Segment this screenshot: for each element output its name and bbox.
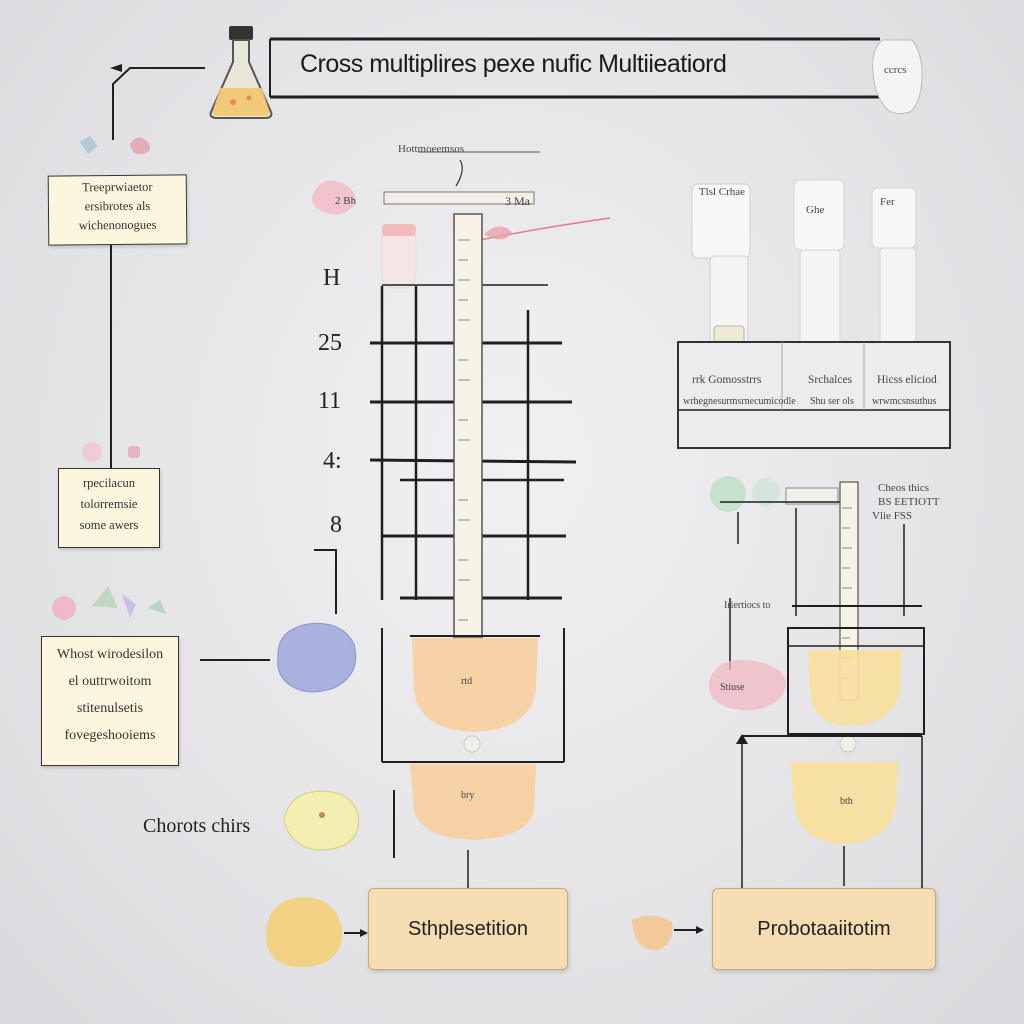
beaker-label: bry xyxy=(461,790,475,801)
tube-label: Fer xyxy=(880,196,895,208)
y-label: 11 xyxy=(318,388,342,414)
note-line: rpecilacun xyxy=(82,476,136,490)
center-apparatus xyxy=(312,151,611,920)
mid-label: Iriertiocs to xyxy=(724,600,771,611)
note-line: fovegeshooiems xyxy=(64,728,156,743)
scale-tag: 3 Ma xyxy=(505,194,530,208)
molecule-icon xyxy=(277,622,357,693)
y-label: 25 xyxy=(318,330,342,356)
tube-label: Tlsl Crhae xyxy=(698,186,746,198)
molecule-icon xyxy=(266,897,368,968)
diagram-title: Cross multiplires pexe nufic Multiieatio… xyxy=(300,50,727,78)
scale-tag: 2 Bh xyxy=(335,195,357,207)
note-line: Whost wirodesilon xyxy=(56,647,164,662)
side-label: Vlie FSS xyxy=(872,510,913,522)
molecule-icon xyxy=(80,136,150,155)
y-label: 8 xyxy=(330,512,342,538)
beaker-label: bth xyxy=(840,796,853,807)
test-tube-icon xyxy=(691,179,917,349)
beaker-label: rtd xyxy=(461,676,473,687)
title-bar-graphics xyxy=(110,37,923,140)
title-tag: ccrcs xyxy=(884,64,907,76)
note-line: tolorremsie xyxy=(80,497,138,511)
note-line: stitenulsetis xyxy=(76,701,144,716)
tube-label: Ghe xyxy=(806,204,825,216)
bottom-box-right: Probotaaiitotim xyxy=(712,888,936,970)
note-line: ersibrotes als xyxy=(84,198,151,214)
right-apparatus xyxy=(708,476,925,890)
panel-column: Hicss eliciod xyxy=(877,374,937,386)
side-label: Cheos thics xyxy=(878,482,930,494)
note-line: Treeprwiaetor xyxy=(82,179,153,195)
panel-column: rrk Gomosstrrs xyxy=(692,374,762,386)
bottom-box-left: Sthplesetition xyxy=(368,888,568,970)
note-mid-left: rpecilacun tolorremsie some awers xyxy=(58,468,160,548)
scale-header: Hottmoeemsos xyxy=(398,143,464,155)
note-line: el outtrwoitom xyxy=(68,674,152,689)
flask-icon xyxy=(209,26,273,119)
molecule-icon xyxy=(82,442,140,462)
panel-column: Srchalces xyxy=(808,374,853,386)
left-flow-lines xyxy=(110,242,270,661)
y-label: 4: xyxy=(323,448,342,474)
pink-label: Stiuse xyxy=(720,682,745,693)
note-line: wichenonogues xyxy=(78,217,157,233)
note-lower-left: Whost wirodesilon el outtrwoitom stitenu… xyxy=(41,636,179,766)
note-top-left: Treeprwiaetor ersibrotes als wichenonogu… xyxy=(47,174,188,246)
panel-subtext: Shu ser ols xyxy=(810,396,854,407)
molecule-icon xyxy=(52,586,166,620)
note-line: some awers xyxy=(79,518,139,532)
side-label: BS EETIOTT xyxy=(878,496,940,508)
molecule-icon xyxy=(632,915,704,951)
yellow-molecule-icon xyxy=(283,790,359,851)
panel-subtext: wrwmcsnsuthus xyxy=(872,396,937,407)
panel-subtext: wrhegnesurmsrnecumicodle xyxy=(683,396,796,407)
right-panel-graphics xyxy=(677,179,951,449)
side-label-chorots: Chorots chirs xyxy=(143,815,251,837)
y-label: H xyxy=(323,265,341,291)
